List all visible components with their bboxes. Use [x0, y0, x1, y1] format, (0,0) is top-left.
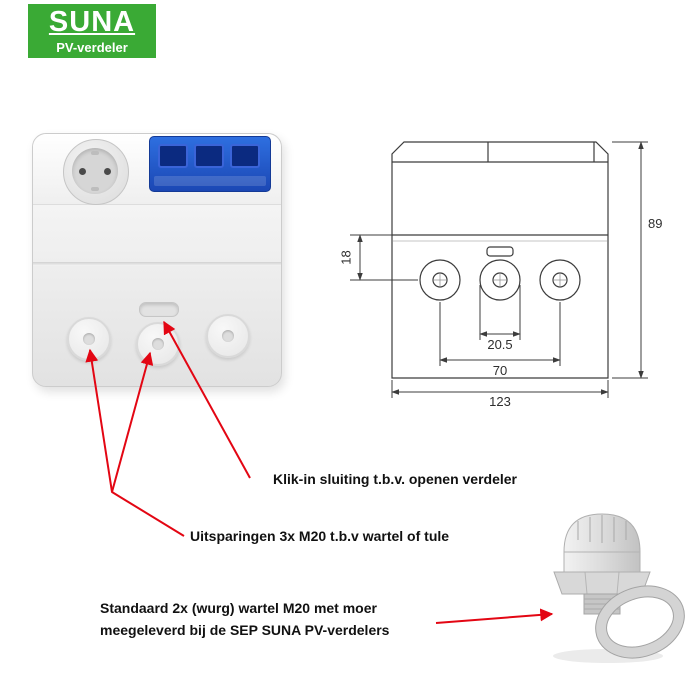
dim-18: 18 — [338, 250, 354, 265]
lid-seam — [33, 262, 281, 266]
terminal-slot — [158, 144, 188, 168]
socket-pin-hole — [104, 168, 111, 175]
wartel-dome-cap — [563, 513, 641, 573]
knockout-left — [67, 317, 111, 361]
wartel-thread — [583, 593, 621, 615]
klik-in-slot — [139, 302, 179, 317]
drawing-klik-slot — [486, 246, 514, 257]
terminal-edge — [154, 176, 266, 186]
label-standaard-wartel: Standaard 2x (wurg) wartel M20 met moer … — [100, 598, 389, 641]
pv-verdeler-photo — [32, 133, 282, 387]
socket-earth-clip — [91, 151, 99, 155]
brand-subtitle: PV-verdeler — [56, 39, 128, 55]
dim-18-lines — [350, 234, 418, 281]
dim-89-lines — [612, 141, 648, 379]
socket-earth-clip — [91, 187, 99, 191]
socket-pin-hole — [79, 168, 86, 175]
terminal-slot — [194, 144, 224, 168]
label-standaard-line1: Standaard 2x (wurg) wartel M20 met moer — [100, 600, 377, 616]
wartel-lock-ring — [595, 585, 685, 659]
brand-logo: SUNA — [48, 5, 136, 38]
dim-70-lines — [439, 302, 561, 366]
box-lid-top — [33, 134, 281, 205]
brand-header: SUNA PV-verdeler — [28, 4, 156, 58]
wartel-photo — [553, 513, 685, 663]
label-uitsparingen: Uitsparingen 3x M20 t.b.v wartel of tule — [190, 528, 450, 544]
wartel-cap-slits — [577, 515, 627, 543]
dimension-lines — [350, 141, 648, 398]
dim-20-5: 20.5 — [487, 337, 513, 352]
center-marks — [432, 272, 568, 288]
knockout-middle — [136, 322, 180, 366]
arrow-wartel — [435, 608, 554, 624]
dim-20-5-lines — [479, 285, 521, 340]
dim-89: 89 — [648, 216, 663, 231]
socket-outlet — [63, 139, 129, 205]
dim-70: 70 — [492, 363, 508, 378]
wartel-hex-nut — [553, 571, 651, 595]
terminal-slot — [230, 144, 260, 168]
wartel-shadow — [553, 649, 663, 663]
label-klik-in-sluiting: Klik-in sluiting t.b.v. openen verdeler — [273, 471, 518, 487]
terminal-block — [149, 136, 271, 192]
drawing-knockout-holes — [419, 259, 581, 301]
label-standaard-line2: meegeleverd bij de SEP SUNA PV-verdelers — [100, 621, 390, 638]
knockout-right — [206, 314, 250, 358]
dim-123: 123 — [489, 394, 511, 409]
socket-recess — [72, 148, 118, 194]
